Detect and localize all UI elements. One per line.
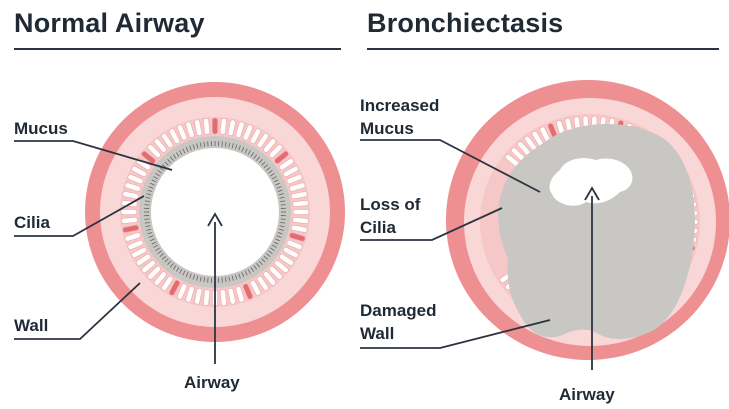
cilium	[222, 141, 223, 146]
cilium	[281, 219, 286, 220]
label-loss-of-cilia-line2: Cilia	[360, 217, 396, 238]
bronchiectasis-title: Bronchiectasis	[367, 10, 563, 37]
label-increased-mucus-line1: Increased	[360, 95, 439, 116]
cilium	[208, 278, 209, 283]
label-bronch-airway: Airway	[559, 384, 615, 405]
cilium	[281, 205, 286, 206]
label-normal-airway: Airway	[184, 372, 240, 393]
label-loss-of-cilia-line1: Loss of	[360, 194, 420, 215]
label-mucus: Mucus	[14, 118, 68, 139]
cilium	[208, 141, 209, 146]
label-increased-mucus-line2: Mucus	[360, 118, 414, 139]
cilium	[144, 219, 149, 220]
epithelial-cell	[212, 118, 217, 134]
epithelial-cell	[121, 209, 137, 214]
label-damaged-wall-line1: Damaged	[360, 300, 437, 321]
label-cilia: Cilia	[14, 212, 50, 233]
normal-title-rule	[14, 48, 341, 50]
cilium	[144, 205, 149, 206]
bronch-mucus-blob	[498, 124, 695, 339]
bronchiectasis-illustration	[446, 80, 729, 360]
normal-airway-title: Normal Airway	[14, 10, 205, 37]
label-damaged-wall-line2: Wall	[360, 323, 394, 344]
bronchiectasis-title-rule	[367, 48, 719, 50]
cilium	[222, 278, 223, 283]
label-wall: Wall	[14, 315, 48, 336]
epithelial-cell	[293, 209, 309, 214]
